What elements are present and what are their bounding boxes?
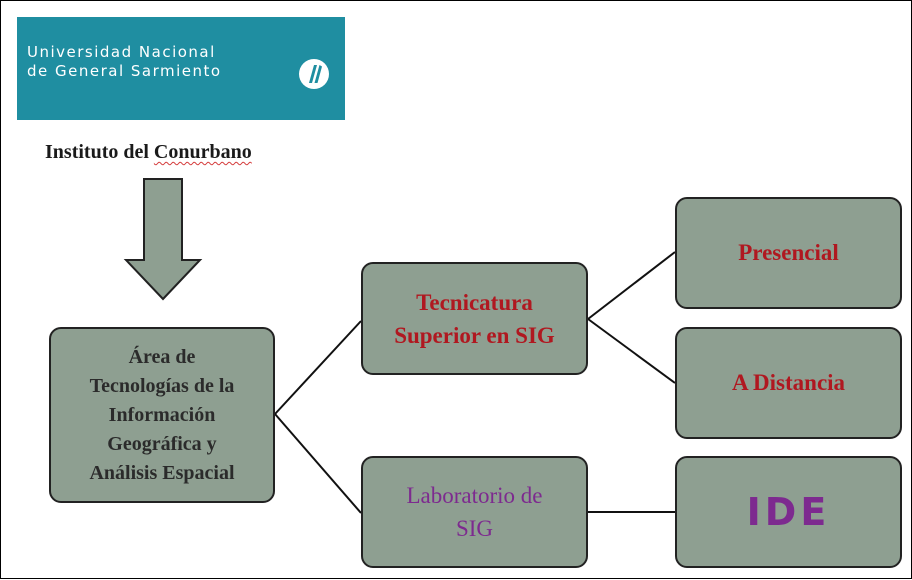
institute-label: Instituto del Conurbano	[45, 141, 252, 164]
logo-text: Universidad Nacional de General Sarmient…	[27, 43, 222, 81]
area-line-3: Información	[108, 403, 216, 426]
tecnicatura-line-1: Tecnicatura	[416, 289, 533, 315]
laboratorio-line-2: SIG	[455, 516, 494, 541]
connector-tecnicatura-presencial	[587, 251, 676, 320]
institute-name-highlighted: Conurbano	[153, 141, 252, 163]
presencial-label: Presencial	[738, 240, 839, 265]
connector-area-laboratorio	[274, 413, 362, 514]
ungs-logo-icon	[299, 59, 329, 89]
connector-area-tecnicatura	[274, 320, 362, 415]
node-a-distancia: A Distancia	[675, 327, 902, 439]
area-line-4: Geográfica y	[107, 432, 217, 455]
node-area-tecnologias: Área de Tecnologías de la Información Ge…	[49, 327, 275, 503]
laboratorio-line-1: Laboratorio de	[406, 483, 543, 508]
node-ide: IDE	[675, 456, 902, 568]
node-tecnicatura: Tecnicatura Superior en SIG	[361, 262, 588, 375]
node-presencial: Presencial	[675, 197, 902, 309]
logo-line-2: de General Sarmiento	[27, 62, 222, 80]
logo-line-1: Universidad Nacional	[27, 43, 216, 61]
area-line-2: Tecnologías de la	[89, 374, 235, 397]
institute-prefix: Instituto del	[45, 141, 154, 163]
node-laboratorio: Laboratorio de SIG	[361, 456, 588, 568]
connector-tecnicatura-distancia	[587, 318, 676, 384]
area-line-1: Área de	[128, 345, 196, 368]
ide-label: IDE	[746, 490, 831, 534]
down-arrow	[123, 178, 203, 301]
distancia-label: A Distancia	[731, 370, 846, 395]
university-logo: Universidad Nacional de General Sarmient…	[17, 17, 345, 120]
area-line-5: Análisis Espacial	[89, 461, 235, 484]
tecnicatura-line-2: Superior en SIG	[394, 322, 555, 348]
